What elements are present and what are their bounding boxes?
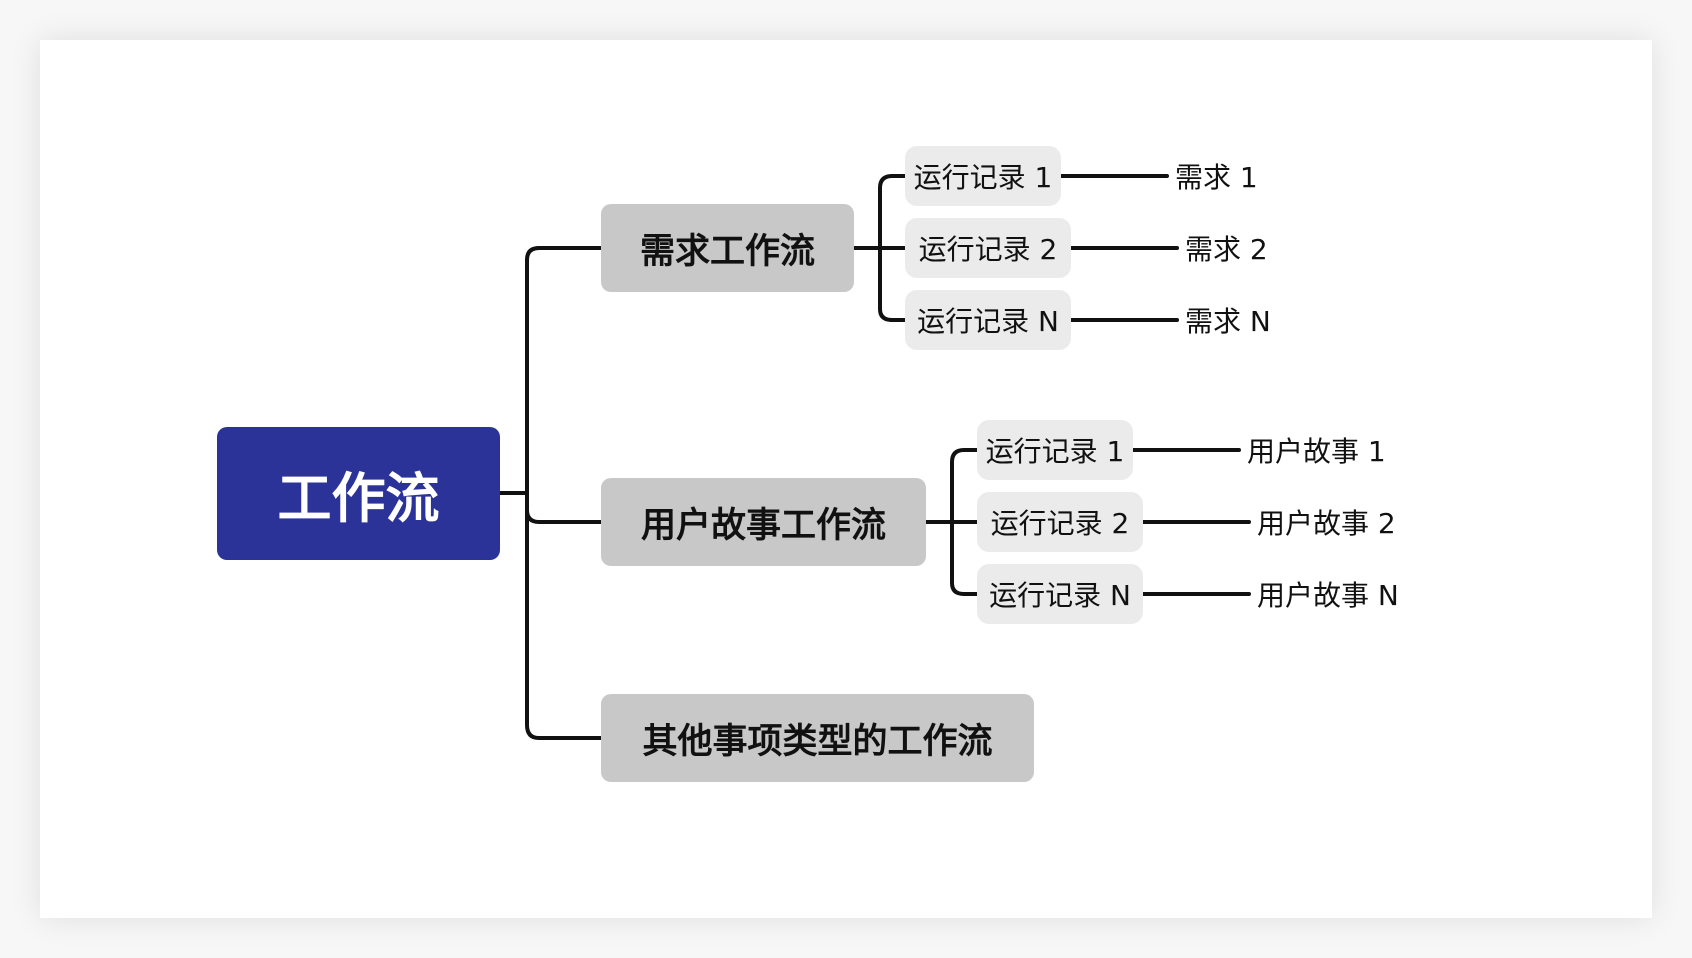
user-story-label: 用户故事 N: [1257, 579, 1399, 612]
run-record-node[interactable]: 运行记录 N: [977, 564, 1143, 624]
run-record-label: 运行记录 2: [918, 233, 1058, 266]
run-record-label: 运行记录 1: [913, 161, 1053, 194]
requirement-leaf[interactable]: 需求 2: [1185, 228, 1268, 268]
run-record-label: 运行记录 2: [990, 507, 1130, 540]
workflow-node-user-stories[interactable]: 用户故事工作流: [601, 478, 926, 566]
user-story-leaf[interactable]: 用户故事 N: [1257, 574, 1399, 614]
workflow-label: 需求工作流: [639, 231, 815, 272]
run-record-node[interactable]: 运行记录 2: [977, 492, 1143, 552]
root-label: 工作流: [277, 467, 440, 530]
root-node[interactable]: 工作流: [217, 427, 500, 560]
run-record-label: 运行记录 1: [985, 435, 1125, 468]
wf2-bracket: [950, 448, 979, 596]
run-record-node[interactable]: 运行记录 2: [905, 218, 1071, 278]
run-record-node[interactable]: 运行记录 N: [905, 290, 1071, 350]
requirement-leaf[interactable]: 需求 1: [1175, 156, 1258, 196]
run-record-label: 运行记录 N: [917, 305, 1059, 338]
workflow-label: 其他事项类型的工作流: [642, 721, 993, 762]
user-story-leaf[interactable]: 用户故事 2: [1257, 502, 1396, 542]
user-story-label: 用户故事 2: [1257, 507, 1396, 540]
requirement-leaf[interactable]: 需求 N: [1185, 300, 1271, 340]
run-record-node[interactable]: 运行记录 1: [905, 146, 1061, 206]
run-record-node[interactable]: 运行记录 1: [977, 420, 1133, 480]
workflow-node-requirements[interactable]: 需求工作流: [601, 204, 854, 292]
requirement-label: 需求 2: [1185, 233, 1268, 266]
user-story-leaf[interactable]: 用户故事 1: [1247, 430, 1386, 470]
trunk-connector: [525, 246, 603, 740]
requirement-label: 需求 N: [1185, 305, 1271, 338]
run-record-label: 运行记录 N: [989, 579, 1131, 612]
workflow-label: 用户故事工作流: [640, 505, 886, 546]
user-story-label: 用户故事 1: [1247, 435, 1386, 468]
requirement-label: 需求 1: [1175, 161, 1258, 194]
workflow-node-other-types[interactable]: 其他事项类型的工作流: [601, 694, 1034, 782]
wf1-bracket: [878, 174, 907, 322]
